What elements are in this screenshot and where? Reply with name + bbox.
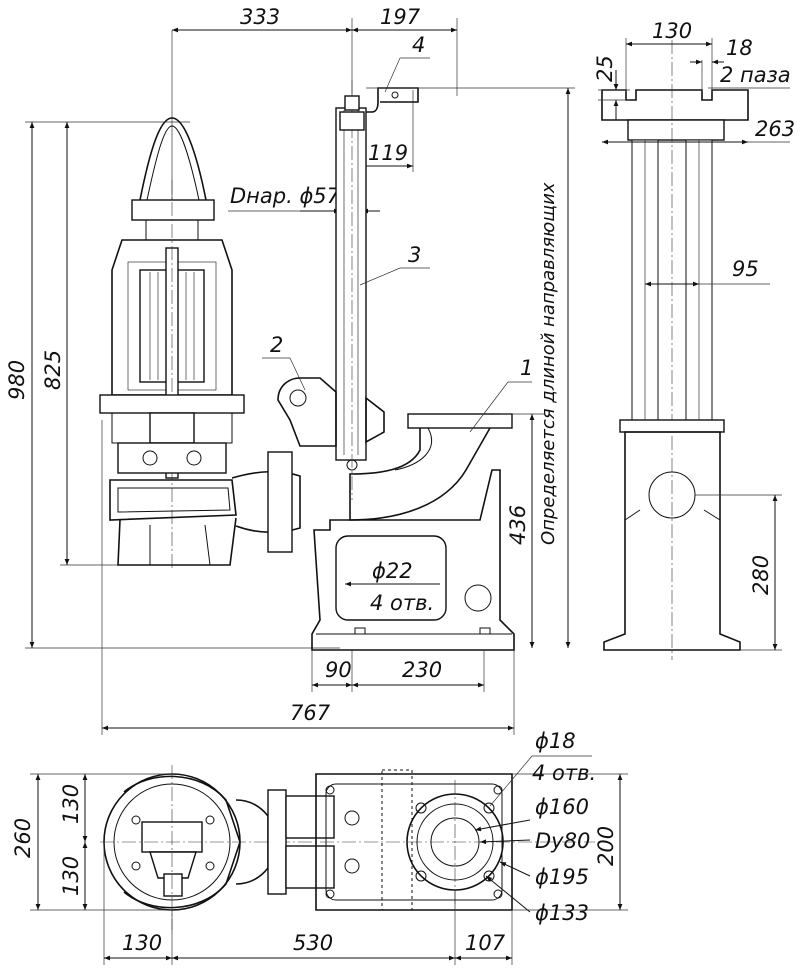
- hole-count-label: 4 отв.: [370, 591, 434, 615]
- side-dim-25: 25: [593, 55, 617, 82]
- pump-motor: [99, 117, 301, 570]
- guide-length-note: Определяется длиной направляющих: [538, 182, 559, 545]
- side-slots-label: 2 паза: [720, 63, 791, 87]
- dim-436: 436: [506, 505, 530, 545]
- side-dim-280: 280: [749, 555, 773, 595]
- side-dim-18: 18: [726, 36, 753, 60]
- plan-dim-130a: 130: [59, 784, 83, 824]
- plan-dim-130b: 130: [59, 856, 83, 896]
- plan-bottom-107: 107: [465, 931, 506, 955]
- plan-dim-260: 260: [11, 818, 35, 858]
- holes4-label: 4 отв.: [532, 761, 596, 785]
- side-dim-263: 263: [755, 117, 795, 141]
- phi160-label: ϕ160: [535, 795, 589, 819]
- callout-3: 3: [408, 243, 421, 267]
- dim-825: 825: [41, 350, 65, 390]
- guide-pipe: [335, 80, 419, 500]
- coupling-base: [311, 413, 515, 651]
- dim-230: 230: [402, 658, 442, 682]
- plan-dim-200: 200: [594, 826, 618, 866]
- callout-4: 4: [412, 33, 425, 57]
- callout-2: 2: [270, 333, 283, 357]
- dim-197: 197: [380, 5, 421, 29]
- hole-diameter-label: ϕ22: [372, 559, 413, 583]
- side-dim-95: 95: [732, 257, 759, 281]
- plan-bottom-530: 530: [293, 931, 333, 955]
- dim-90: 90: [325, 658, 352, 682]
- outer-diameter-label: Dнар. ϕ57: [230, 184, 341, 208]
- side-view: 130 18 2 паза 25 263 95 280: [593, 19, 795, 660]
- phi195-label: ϕ195: [535, 865, 589, 889]
- phi133-label: ϕ133: [535, 901, 589, 925]
- dim-333: 333: [240, 5, 280, 29]
- plan-bottom-130: 130: [122, 931, 162, 955]
- phi18-label: ϕ18: [535, 729, 576, 753]
- side-dim-130: 130: [652, 19, 692, 43]
- dim-767: 767: [290, 701, 331, 725]
- front-view: 333 197 4 119 Dнар. ϕ57 980 825: [5, 5, 575, 735]
- hanger-bracket: [277, 377, 385, 471]
- dim-980: 980: [5, 360, 29, 400]
- dim-119: 119: [368, 141, 408, 165]
- plan-view: 260 130 130 200 ϕ18 4 отв. ϕ160 Dy80 ϕ19…: [11, 729, 628, 965]
- dy80-label: Dy80: [535, 829, 590, 853]
- callout-1: 1: [520, 356, 533, 380]
